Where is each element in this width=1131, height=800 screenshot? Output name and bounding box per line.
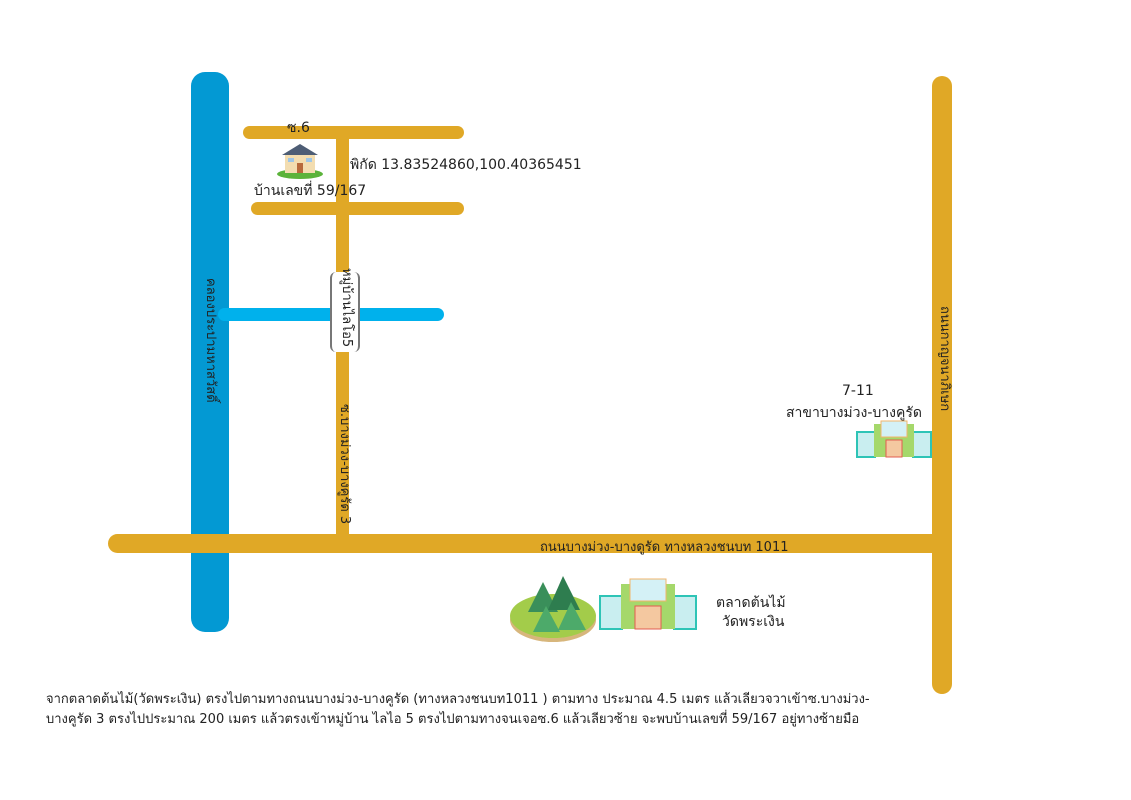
main-road	[108, 534, 952, 553]
right-road	[932, 76, 952, 694]
directions-line-1: จากตลาดต้นไม้(วัดพระเงิน) ตรงไปตามทางถนน…	[46, 692, 870, 707]
house-number-label: บ้านเลขที่ 59/167	[254, 183, 367, 199]
store-name: 7-11	[842, 383, 874, 399]
soi-3-label: ซ.บางม่วง-บางคูรัด 3	[337, 404, 352, 525]
store-building-icon	[856, 420, 932, 458]
soi-6-label: ซ.6	[287, 120, 310, 136]
lower-lane-road	[251, 202, 464, 215]
right-road-label: ถนนกาญจนาภิเษก	[937, 306, 952, 412]
village-bracket	[330, 272, 360, 352]
house-icon	[276, 141, 324, 179]
market-label-line1: ตลาดต้นไม้	[716, 595, 786, 611]
directions-line-2: บางคูรัด 3 ตรงไปประมาณ 200 เมตร แล้วตรงเ…	[46, 712, 860, 727]
canal-label: คลองประปามหาสวัสดิ์	[203, 278, 218, 403]
directions-text: จากตลาดต้นไม้(วัดพระเงิน) ตรงไปตามทางถนน…	[46, 690, 870, 730]
store-branch: สาขาบางม่วง-บางคูรัด	[786, 405, 922, 421]
main-road-label: ถนนบางม่วง-บางดูรัด ทางหลวงชนบท 1011	[540, 540, 789, 555]
market-label-line2: วัดพระเงิน	[722, 614, 785, 630]
market-building-icon	[599, 578, 697, 630]
village-label: หมู่บ้านไลโอ5	[339, 268, 354, 348]
soi-6-road	[243, 126, 464, 139]
park-icon	[508, 572, 598, 644]
coordinates-label: พิกัด 13.83524860,100.40365451	[350, 157, 582, 173]
